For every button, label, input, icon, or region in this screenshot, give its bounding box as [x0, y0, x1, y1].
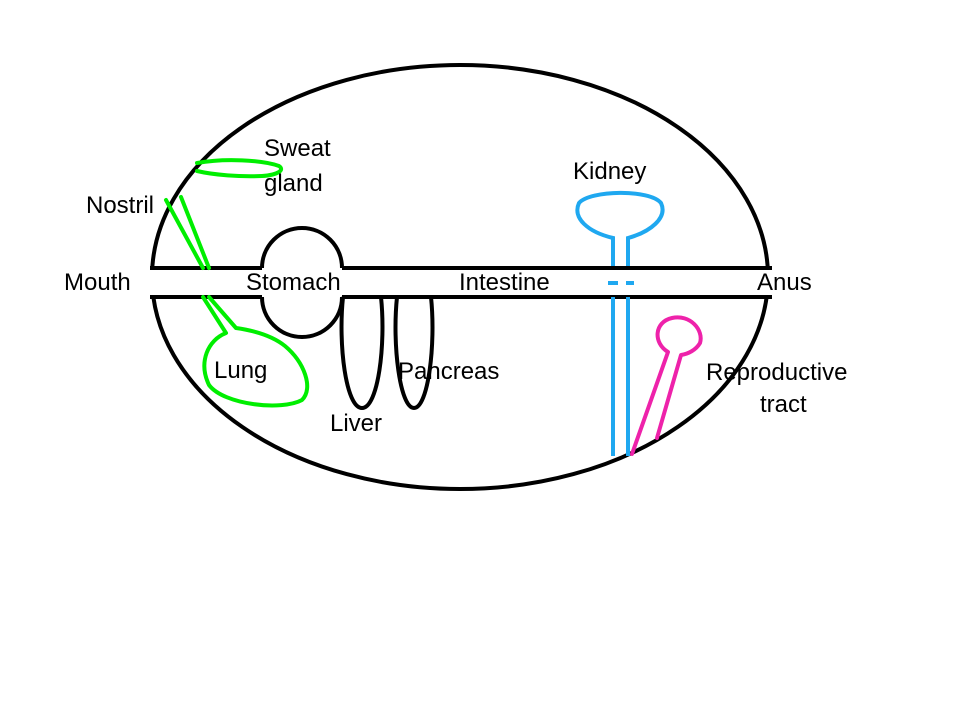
- label-nostril: Nostril: [86, 192, 154, 219]
- airway-outline: [164, 195, 310, 408]
- label-reproductive-line2: tract: [760, 391, 807, 418]
- label-lung: Lung: [214, 357, 267, 384]
- sweat-gland-outline: [195, 158, 284, 179]
- gut-tube-mask: [140, 270, 780, 296]
- label-pancreas: Pancreas: [398, 358, 499, 385]
- reproductive-tract-outline: [630, 315, 703, 456]
- label-anus: Anus: [757, 269, 812, 296]
- label-mouth: Mouth: [64, 269, 131, 296]
- label-kidney: Kidney: [573, 158, 646, 185]
- kidney-outline: [575, 190, 665, 266]
- label-reproductive-line1: Reproductive: [706, 359, 847, 386]
- pancreas-outline: [393, 296, 435, 411]
- liver-outline: [339, 296, 385, 411]
- label-sweat-gland-line1: Sweat: [264, 135, 331, 162]
- label-sweat-gland-line2: gland: [264, 170, 323, 197]
- label-liver: Liver: [330, 410, 382, 437]
- stomach-outline: [260, 226, 344, 339]
- label-intestine: Intestine: [459, 269, 550, 296]
- label-stomach: Stomach: [246, 269, 341, 296]
